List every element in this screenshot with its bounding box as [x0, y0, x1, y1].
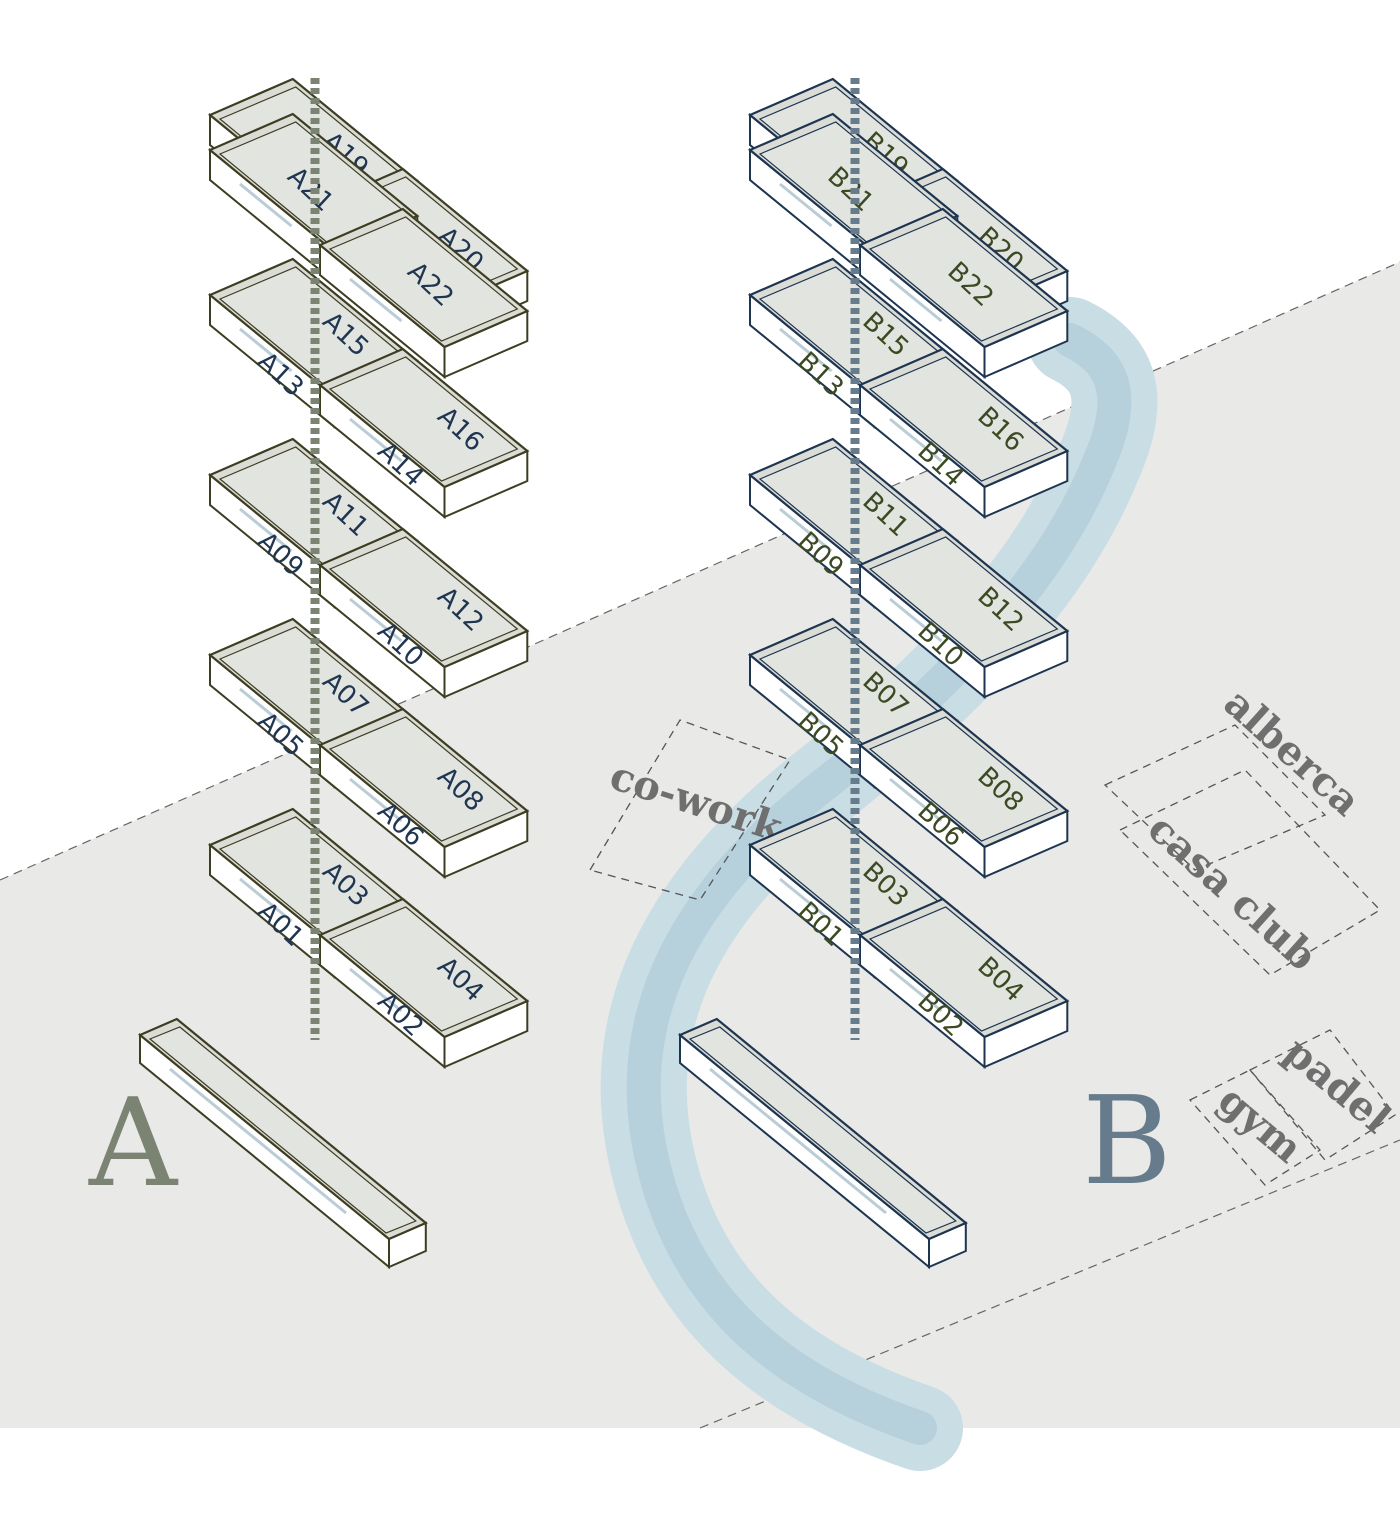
- ground-edge-line: [0, 261, 1400, 881]
- floor-top-right: [857, 207, 1070, 380]
- podium: [677, 1017, 968, 1270]
- floor-right-2: [857, 527, 1070, 700]
- tower-a: A01A03A02A04A05A07A06A08A09A11A10A12A13A…: [137, 77, 530, 1270]
- floor-right-2: [317, 527, 530, 700]
- floor-right-3: [317, 347, 530, 520]
- tower-b-letter: B: [1082, 1070, 1172, 1212]
- floor-right-1: [317, 707, 530, 880]
- floor-top-right: [317, 207, 530, 380]
- river-core: [626, 323, 1132, 1445]
- floor-right-1: [857, 707, 1070, 880]
- floor-right-3: [857, 347, 1070, 520]
- tower-a-letter: A: [88, 1072, 179, 1214]
- floor-right-0: [317, 897, 530, 1070]
- podium: [137, 1017, 428, 1270]
- tower-b: B01B03B02B04B05B07B06B08B09B11B10B12B13B…: [677, 77, 1070, 1270]
- floor-right-0: [857, 897, 1070, 1070]
